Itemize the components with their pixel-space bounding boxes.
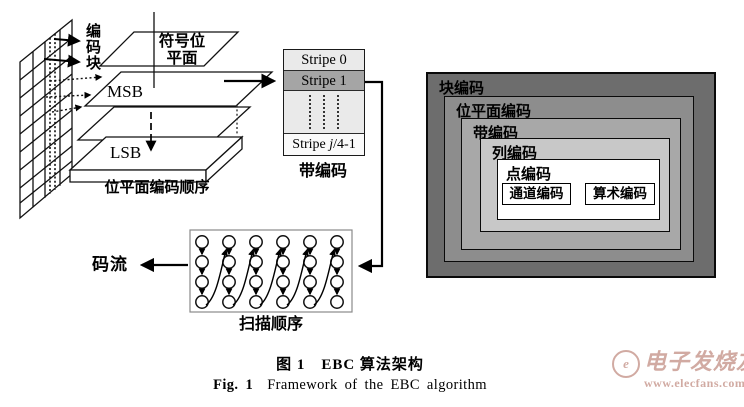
scan-down-arrows	[198, 248, 341, 296]
figure-caption-en: Fig. 1 Framework of the EBC algorithm	[150, 377, 550, 394]
figure-caption-cn: 图 1 EBC 算法架构	[276, 357, 424, 373]
arithmetic-coding-box: 算术编码	[585, 183, 655, 205]
stripe-panel: Stripe 0 Stripe 1 Stripe j/4-1	[283, 49, 365, 156]
figure-number: Fig. 1	[213, 377, 254, 393]
column-coding-label: 列编码	[492, 146, 538, 162]
stripe-panel-caption: 带编码	[298, 163, 347, 180]
lsb-label: LSB	[110, 143, 142, 162]
block-coding-box: 块编码 位平面编码 带编码 列编码 点编码 通道编码 算术编码	[426, 72, 716, 278]
watermark-url: www.elecfans.com	[644, 376, 744, 390]
dots-column	[337, 95, 339, 129]
stripe-row-0: Stripe 0	[284, 50, 364, 71]
code-stream-label: 码流	[92, 255, 128, 274]
stripe-row-1-highlighted: Stripe 1	[284, 71, 364, 91]
scan-order-caption: 扫描顺序	[238, 316, 303, 333]
block-coding-label: 块编码	[439, 81, 485, 97]
sign-bit-plane	[98, 31, 240, 67]
bitplane-coding-box: 位平面编码 带编码 列编码 点编码 通道编码 算术编码	[444, 96, 694, 262]
scan-order-panel	[189, 229, 353, 313]
dots-column	[323, 95, 325, 129]
pass-coding-box: 通道编码	[502, 183, 571, 205]
bitplane-coding-label: 位平面编码	[456, 104, 532, 120]
column-coding-box: 列编码 点编码 通道编码 算术编码	[480, 138, 670, 232]
mid-plane	[76, 106, 252, 141]
point-coding-label: 点编码	[506, 167, 552, 183]
stripe-coding-box: 带编码 列编码 点编码 通道编码 算术编码	[461, 118, 681, 250]
watermark-brand: 电子发烧友	[644, 349, 744, 374]
sign-plane-label: 符号位平面	[158, 33, 206, 67]
grid-to-plane-dotted-arrows	[45, 73, 103, 113]
scan-circles	[195, 235, 344, 309]
point-coding-box: 点编码 通道编码 算术编码	[497, 159, 660, 220]
msb-label: MSB	[107, 82, 143, 101]
bitplane-order-caption: 位平面编码顺序	[104, 180, 210, 196]
coefficient-grid	[19, 18, 73, 220]
scan-serpentine-curves	[205, 248, 336, 306]
stripe-row-last: Stripe j/4-1	[284, 134, 364, 155]
watermark-text: 电子发烧友 www.elecfans.com	[644, 344, 744, 391]
elecfans-watermark: e 电子发烧友 www.elecfans.com	[612, 344, 744, 391]
coding-block-arrows	[43, 33, 81, 68]
coding-block-label: 编码块	[86, 24, 102, 72]
lsb-slab-side	[205, 135, 243, 184]
stripe-to-scan-connector	[357, 80, 384, 274]
figure-caption-en-text: Framework of the EBC algorithm	[267, 377, 487, 393]
dots-column	[309, 95, 311, 129]
stripe-ellipsis-row	[284, 91, 364, 134]
elecfans-logo-icon: e	[612, 350, 640, 378]
